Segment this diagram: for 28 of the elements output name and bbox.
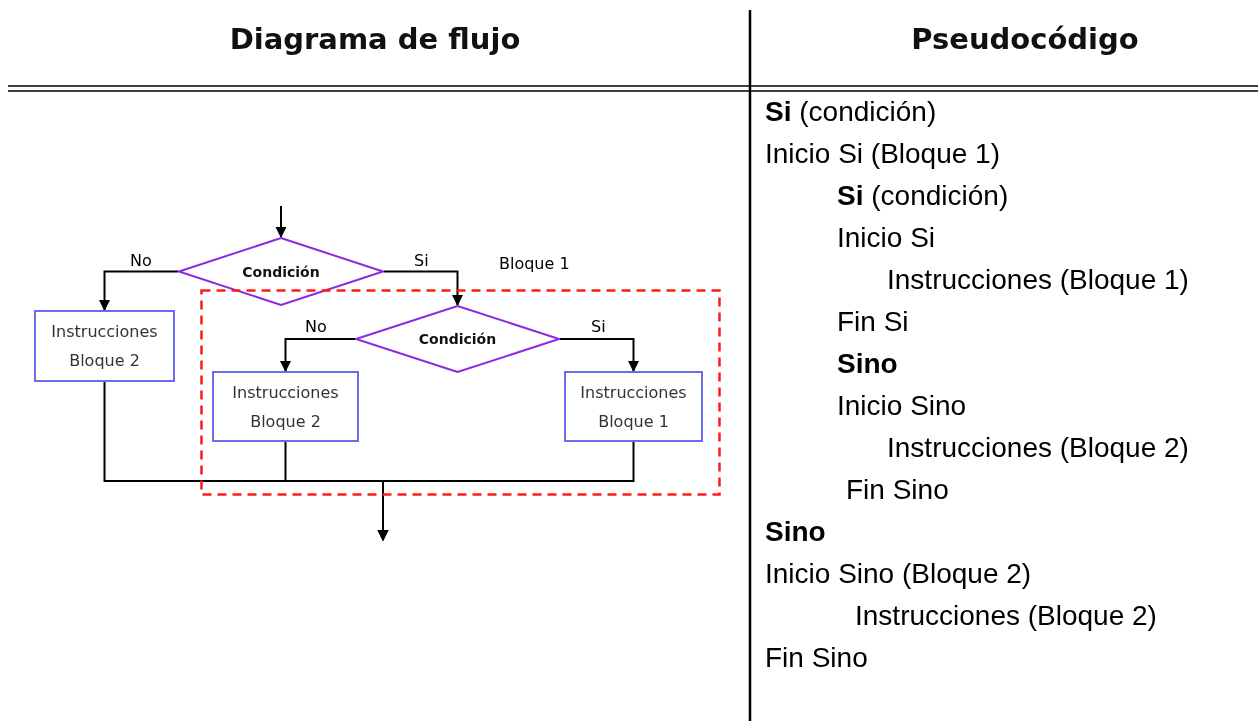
pseudocode-line: Inicio Sino (Bloque 2) — [765, 557, 1032, 591]
pseudocode-line: Fin Sino — [765, 641, 868, 675]
arrow — [559, 338, 639, 373]
arrow — [99, 270, 179, 312]
decision-diamond: Condición — [355, 305, 560, 373]
pseudocode-line: Sino — [837, 347, 898, 381]
arrow — [275, 205, 287, 239]
block-title: Bloque 1 — [498, 255, 571, 273]
arrow — [377, 441, 635, 542]
pseudocode-line: Inicio Si — [837, 221, 936, 255]
pseudocode-line: Si (condición) — [765, 95, 937, 129]
pseudocode-line: Si (condición) — [837, 179, 1009, 213]
pseudocode-line: Fin Sino — [846, 473, 949, 507]
arrow — [280, 338, 356, 373]
process-box: Instrucciones Bloque 2 — [212, 371, 359, 442]
pseudocode-line: Instrucciones (Bloque 2) — [855, 599, 1157, 633]
pseudocode-line: Inicio Sino — [837, 389, 967, 423]
column-header: Diagrama de flujo — [229, 22, 521, 56]
arrow — [383, 270, 463, 307]
column-header: Pseudocódigo — [911, 22, 1139, 56]
pseudocode-line: Instrucciones (Bloque 1) — [887, 263, 1189, 297]
decision-diamond: Condición — [178, 237, 384, 306]
pseudocode-line: Sino — [765, 515, 826, 549]
pseudocode-line: Instrucciones (Bloque 2) — [887, 431, 1189, 465]
pseudocode-line: Fin Si — [837, 305, 909, 339]
process-box: Instrucciones Bloque 2 — [34, 310, 175, 382]
pseudocode-line: Inicio Si (Bloque 1) — [765, 137, 1000, 171]
process-box: Instrucciones Bloque 1 — [564, 371, 703, 442]
